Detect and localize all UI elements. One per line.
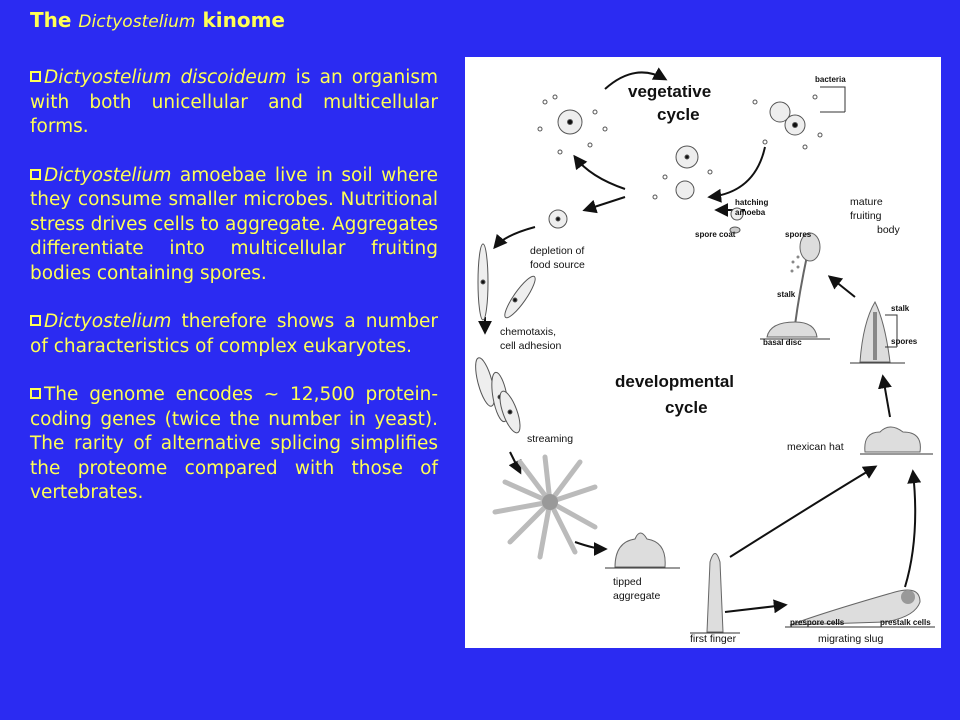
culminant-stalk bbox=[873, 312, 877, 360]
spore-head bbox=[799, 232, 821, 262]
cycle-arrow bbox=[904, 469, 922, 588]
first-finger bbox=[706, 553, 724, 633]
stalk-label: stalk bbox=[777, 290, 796, 299]
mexican-hat-label: mexican hat bbox=[787, 441, 844, 453]
mature-fruiting-body-label-3: body bbox=[877, 224, 901, 236]
depletion-label: depletion of bbox=[530, 245, 584, 257]
cycle-arrow bbox=[724, 599, 788, 614]
cycle-arrow bbox=[707, 146, 766, 203]
chemotaxis-label-2: cell adhesion bbox=[500, 340, 561, 352]
depletion-label-2: food source bbox=[530, 259, 585, 271]
spores-label: spores bbox=[785, 230, 812, 239]
checkbox-bullet-icon bbox=[30, 71, 41, 82]
checkbox-bullet-icon bbox=[30, 315, 41, 326]
cycle-arrow bbox=[493, 226, 536, 250]
streaming-label: streaming bbox=[527, 433, 573, 445]
amoeba-cluster bbox=[537, 94, 823, 234]
migrating-slug-label: migrating slug bbox=[818, 633, 884, 645]
cycle-arrow bbox=[827, 275, 856, 298]
cycle-arrow bbox=[729, 465, 878, 558]
prestalk-region bbox=[901, 590, 915, 604]
chemotaxis-cells bbox=[475, 243, 536, 434]
bullet-list: Dictyostelium discoideum is an organism … bbox=[30, 66, 438, 530]
first-finger-label: first finger bbox=[690, 633, 737, 645]
life-cycle-figure: vegetative cycle developmental cycle bac… bbox=[465, 57, 941, 648]
mature-fruiting-body-label: mature bbox=[850, 196, 883, 208]
slide-title: The Dictyostelium kinome bbox=[30, 8, 285, 32]
cycle-arrow bbox=[573, 154, 626, 190]
basal-disc bbox=[766, 321, 818, 338]
stalk-right-label: stalk bbox=[891, 304, 910, 313]
bacteria-bracket bbox=[820, 86, 846, 113]
spore-dots bbox=[790, 255, 800, 273]
bullet-item: Dictyostelium discoideum is an organism … bbox=[30, 67, 439, 137]
bullet-item: Dictyostelium therefore shows a number o… bbox=[30, 311, 438, 357]
cycle-arrow bbox=[574, 541, 608, 556]
developmental-cycle-label: developmental bbox=[615, 372, 734, 391]
checkbox-bullet-icon bbox=[30, 168, 41, 180]
tipped-aggregate-label-2: aggregate bbox=[613, 590, 660, 602]
prestalk-cells-label: prestalk cells bbox=[880, 618, 931, 627]
life-cycle-diagram: vegetative cycle developmental cycle bac… bbox=[475, 67, 935, 645]
bacteria-label: bacteria bbox=[815, 75, 846, 84]
mexican-hat bbox=[864, 426, 921, 453]
bullet-item: Dictyostelium amoebae live in soil where… bbox=[30, 164, 438, 284]
cycle-arrow bbox=[604, 67, 668, 90]
mature-fruiting-body-label-2: fruiting bbox=[850, 210, 882, 222]
streaming-aggregate bbox=[492, 454, 598, 560]
cycle-arrow bbox=[508, 451, 522, 475]
vegetative-cycle-label: vegetative bbox=[628, 82, 711, 101]
migrating-slug bbox=[789, 589, 921, 626]
stalk-bracket bbox=[885, 314, 898, 347]
bullet-item: The genome encodes ~ 12,500 protein-codi… bbox=[30, 384, 438, 503]
spores-right-label: spores bbox=[891, 337, 918, 346]
spore-coat-label: spore coat bbox=[695, 230, 736, 239]
chemotaxis-label: chemotaxis, bbox=[500, 326, 556, 338]
vegetative-cycle-label-2: cycle bbox=[657, 105, 700, 124]
cycle-arrow bbox=[878, 374, 892, 418]
basal-disc-label: basal disc bbox=[763, 338, 802, 347]
prespore-cells-label: prespore cells bbox=[790, 618, 845, 627]
cycle-arrow bbox=[582, 196, 626, 214]
tipped-aggregate bbox=[614, 532, 666, 568]
hatching-amoeba-label: hatching bbox=[735, 198, 768, 207]
hatching-amoeba-label-2: amoeba bbox=[735, 208, 766, 217]
developmental-cycle-label-2: cycle bbox=[665, 398, 708, 417]
checkbox-bullet-icon bbox=[30, 388, 41, 399]
tipped-aggregate-label: tipped bbox=[613, 576, 642, 588]
